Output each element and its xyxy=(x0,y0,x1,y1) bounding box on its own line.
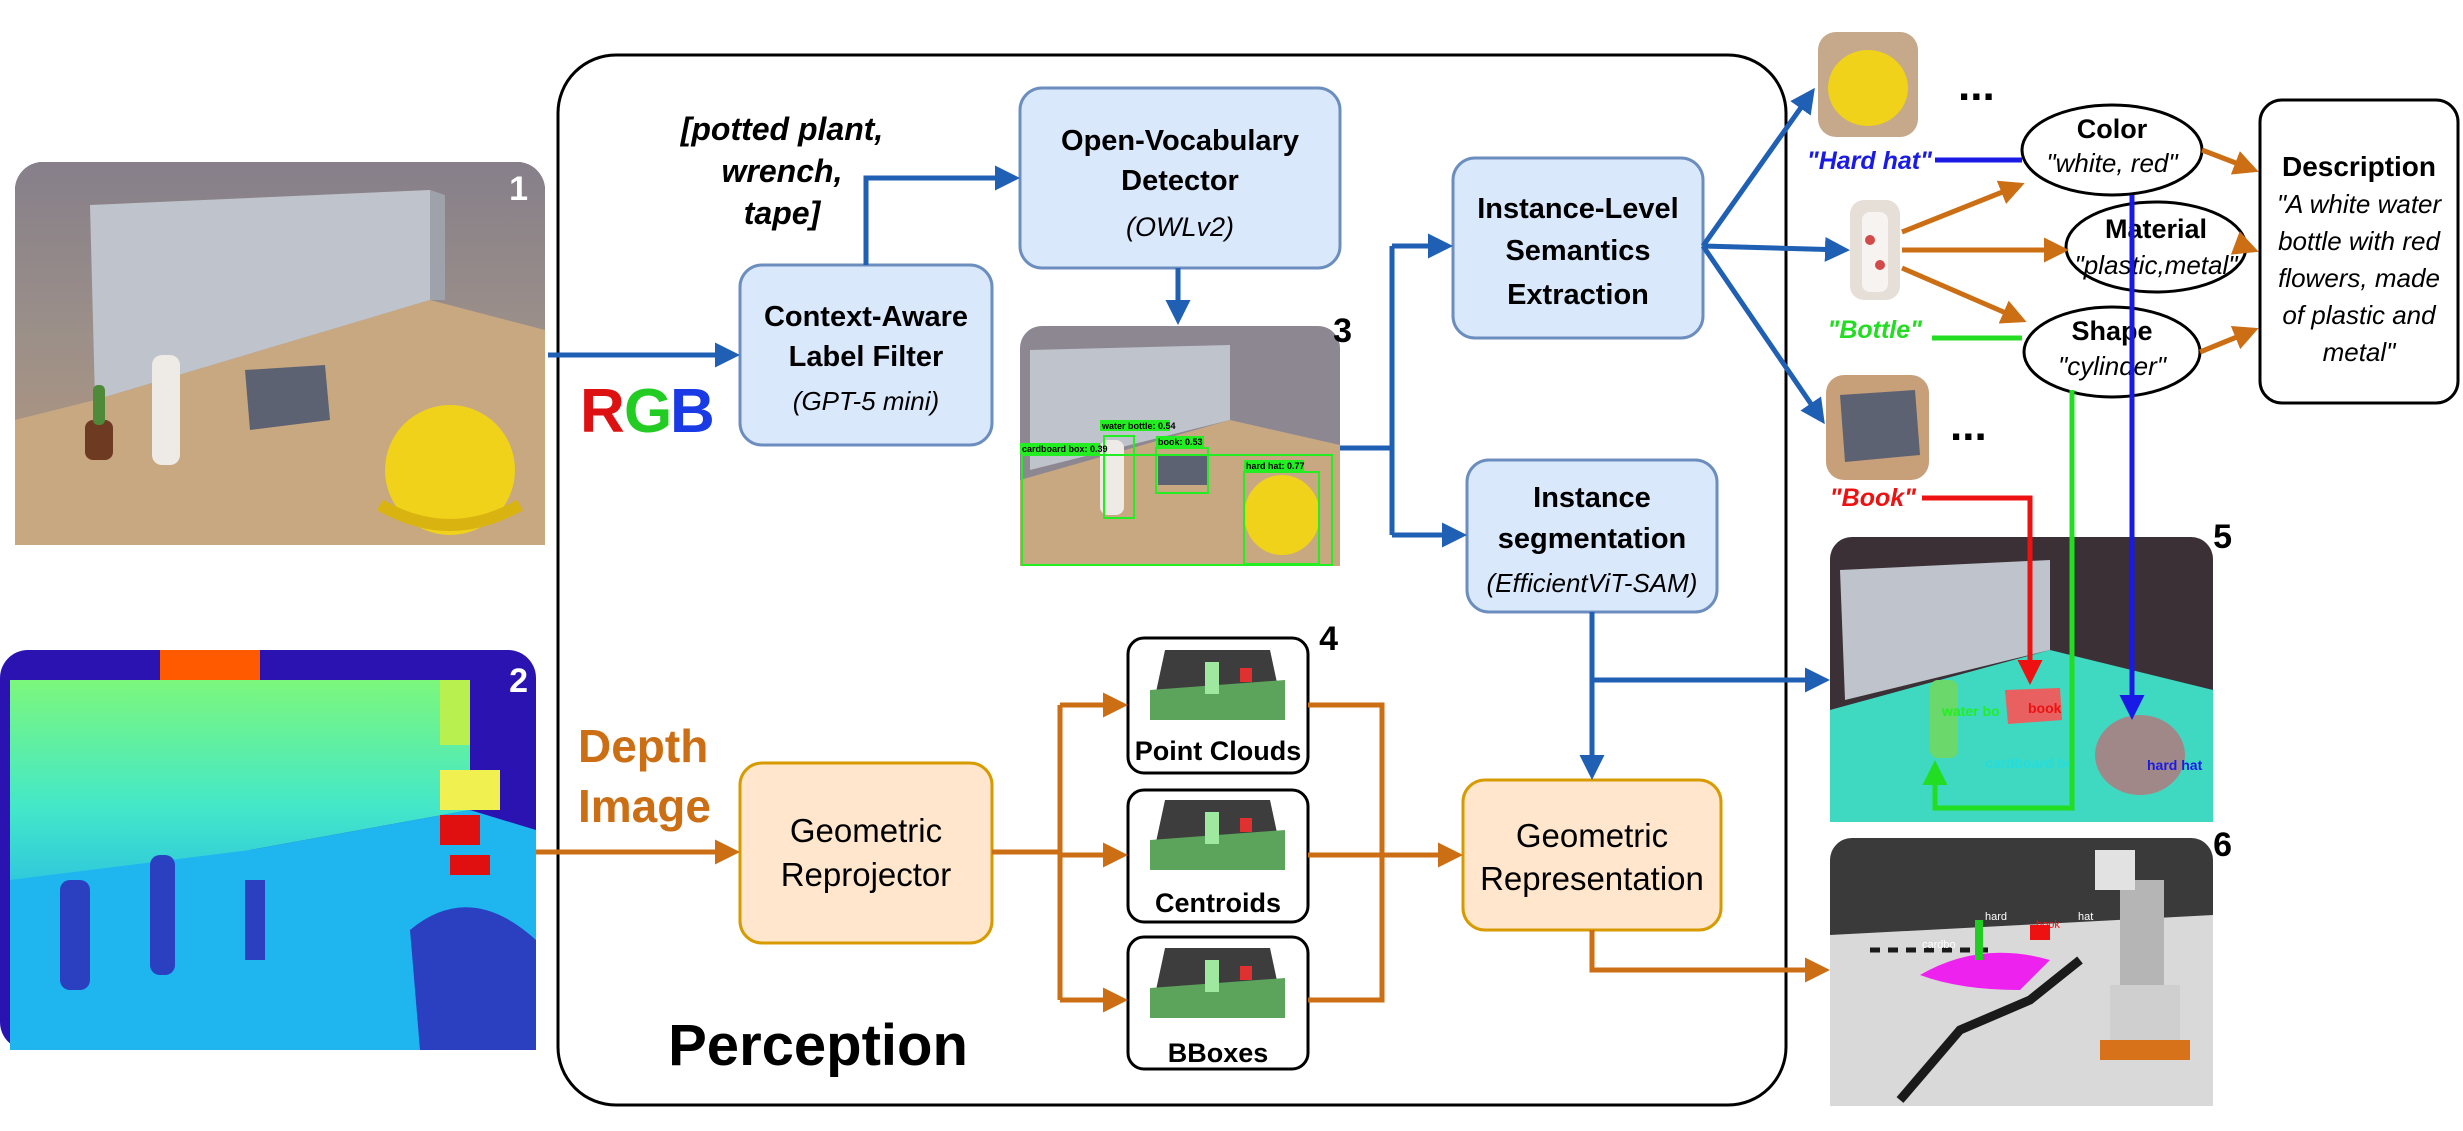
rviz-map-image: hard hat book cardbo xyxy=(1830,838,2213,1106)
color-attribute: Color "white, red" xyxy=(2020,103,2204,197)
svg-text:"plastic,metal": "plastic,metal" xyxy=(2075,250,2240,280)
svg-text:Material: Material xyxy=(2105,214,2207,244)
description-box: Description "A white water bottle with r… xyxy=(2258,98,2460,405)
instance-segmentation-box: Instance segmentation (EfficientViT-SAM) xyxy=(1465,458,1719,614)
svg-text:Geometric: Geometric xyxy=(1516,817,1668,854)
svg-text:hard hat: 0.77: hard hat: 0.77 xyxy=(1246,461,1305,471)
svg-text:Centroids: Centroids xyxy=(1155,888,1281,918)
svg-text:B: B xyxy=(670,377,715,446)
svg-text:cardbo: cardbo xyxy=(1922,939,1956,951)
svg-text:Extraction: Extraction xyxy=(1507,279,1649,311)
bottle-label: "Bottle" xyxy=(1827,316,1923,344)
depth-image-panel: 2 xyxy=(0,650,536,1050)
svg-text:of plastic and: of plastic and xyxy=(2282,300,2437,330)
svg-text:Color: Color xyxy=(2077,114,2148,144)
segmentation-overlay-image: water bo book cardboard bo hard hat xyxy=(1830,537,2213,822)
svg-text:tape]: tape] xyxy=(744,195,822,231)
svg-text:Reprojector: Reprojector xyxy=(781,856,952,893)
svg-text:flowers, made: flowers, made xyxy=(2278,263,2440,293)
svg-text:Shape: Shape xyxy=(2071,316,2152,346)
svg-text:Point Clouds: Point Clouds xyxy=(1135,736,1301,766)
ellipsis-top: ... xyxy=(1958,61,1995,110)
bboxes-tile: BBoxes xyxy=(1126,935,1310,1071)
svg-text:Instance-Level: Instance-Level xyxy=(1477,193,1678,225)
centroids-tile: Centroids xyxy=(1126,788,1310,924)
detection-result-image: water bottle: 0.54 book: 0.53 cardboard … xyxy=(1020,326,1340,566)
perception-title: Perception xyxy=(668,1013,968,1078)
geometric-reprojector-box: Geometric Reprojector xyxy=(738,761,994,945)
hard-hat-crop xyxy=(1818,32,1918,137)
bottle-crop xyxy=(1850,200,1900,300)
svg-text:metal": metal" xyxy=(2323,337,2398,367)
svg-text:wrench,: wrench, xyxy=(722,153,843,189)
svg-text:Detector: Detector xyxy=(1121,165,1239,197)
svg-text:water bottle: 0.54: water bottle: 0.54 xyxy=(1101,421,1176,431)
svg-text:bottle with red: bottle with red xyxy=(2278,226,2441,256)
svg-text:Description: Description xyxy=(2282,151,2436,182)
svg-text:Context-Aware: Context-Aware xyxy=(764,301,968,333)
context-aware-label-filter-box: Context-Aware Label Filter (GPT-5 mini) xyxy=(738,263,994,447)
svg-text:hard: hard xyxy=(1985,911,2007,923)
svg-text:book: book xyxy=(2028,700,2062,716)
svg-text:Image: Image xyxy=(578,780,711,832)
svg-text:cardboard box: 0.39: cardboard box: 0.39 xyxy=(1022,444,1108,454)
ellipsis-mid: ... xyxy=(1950,401,1987,450)
book-label: "Book" xyxy=(1830,484,1917,512)
book-crop xyxy=(1826,375,1929,480)
svg-text:book: 0.53: book: 0.53 xyxy=(1158,437,1203,447)
blue-flow-arrows xyxy=(548,87,1850,780)
svg-text:(EfficientViT-SAM): (EfficientViT-SAM) xyxy=(1487,568,1698,598)
svg-text:cardboard bo: cardboard bo xyxy=(1985,755,2074,771)
geometric-representation-box: Geometric Representation xyxy=(1461,778,1723,932)
image-number-5: 5 xyxy=(2213,518,2232,556)
svg-text:"A white water: "A white water xyxy=(2277,189,2443,219)
svg-text:Label Filter: Label Filter xyxy=(789,341,944,373)
svg-text:hard hat: hard hat xyxy=(2147,757,2203,773)
image-number-6: 6 xyxy=(2213,826,2232,864)
svg-text:Geometric: Geometric xyxy=(790,812,942,849)
orange-flow-arrows xyxy=(536,147,2259,1013)
image-number-3: 3 xyxy=(1333,312,1352,350)
perception-module-frame xyxy=(556,53,1788,1107)
svg-text:segmentation: segmentation xyxy=(1498,523,1687,555)
svg-text:(OWLv2): (OWLv2) xyxy=(1126,212,1234,242)
svg-text:Representation: Representation xyxy=(1480,860,1704,897)
image-number-2: 2 xyxy=(509,662,528,700)
svg-text:BBoxes: BBoxes xyxy=(1168,1038,1269,1068)
svg-text:"white, red": "white, red" xyxy=(2046,148,2179,178)
svg-text:[potted plant,: [potted plant, xyxy=(680,111,884,147)
svg-text:water bo: water bo xyxy=(1941,703,2000,719)
rgb-image-panel: 1 xyxy=(15,162,545,545)
svg-text:Semantics: Semantics xyxy=(1505,235,1650,267)
point-clouds-tile: Point Clouds xyxy=(1126,636,1310,775)
candidate-label-list: [potted plant, wrench, tape] xyxy=(680,111,884,231)
svg-text:(GPT-5 mini): (GPT-5 mini) xyxy=(793,386,939,416)
svg-text:G: G xyxy=(624,377,672,446)
svg-text:Open-Vocabulary: Open-Vocabulary xyxy=(1061,125,1299,157)
svg-text:R: R xyxy=(580,377,625,446)
shape-attribute: Shape "cylinder" xyxy=(2022,305,2202,399)
material-attribute: Material "plastic,metal" xyxy=(2064,200,2248,294)
hard-hat-label: "Hard hat" xyxy=(1807,147,1933,175)
open-vocabulary-detector-box: Open-Vocabulary Detector (OWLv2) xyxy=(1018,86,1342,270)
svg-text:"cylinder": "cylinder" xyxy=(2058,351,2168,381)
instance-level-semantics-extraction-box: Instance-Level Semantics Extraction xyxy=(1451,156,1705,340)
svg-text:Depth: Depth xyxy=(578,720,708,772)
svg-text:Instance: Instance xyxy=(1533,482,1651,514)
depth-image-label: Depth Image xyxy=(578,720,711,832)
instance-link-lines xyxy=(1922,157,2145,811)
svg-text:hat: hat xyxy=(2078,911,2093,923)
image-number-4: 4 xyxy=(1319,620,1338,658)
rgb-label: R G B xyxy=(580,377,715,446)
image-number-1: 1 xyxy=(509,170,528,208)
svg-text:book: book xyxy=(2036,919,2060,931)
